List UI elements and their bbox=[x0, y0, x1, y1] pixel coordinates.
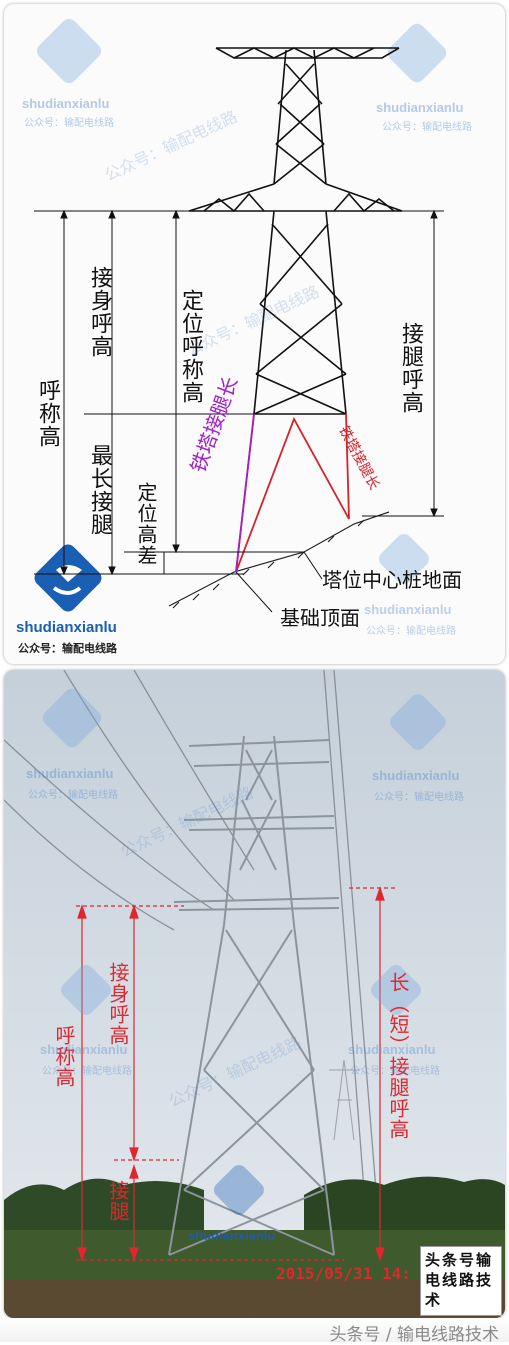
photo-dimension-lines bbox=[76, 886, 396, 1262]
label-positioning-diff: 定位高差 bbox=[134, 482, 158, 566]
brand-logo-icon bbox=[34, 544, 102, 612]
label-positioning-height: 定位呼称高 bbox=[178, 289, 203, 404]
watermark-sub: 公众号：输配电线路 bbox=[350, 1066, 440, 1077]
tower-drawing bbox=[188, 47, 403, 415]
photo-label-short-leg-height: 长（短）接腿呼高 bbox=[386, 972, 410, 1140]
brand-name: shudianxianlu bbox=[16, 619, 117, 636]
label-longest-leg: 最长接腿 bbox=[87, 444, 112, 536]
photo-label-body-height: 接身呼高 bbox=[106, 962, 130, 1046]
photo-stamp: 头条号输电线路技术 bbox=[420, 1246, 502, 1316]
ground-line bbox=[168, 511, 390, 609]
watermark-name: shudianxianlu bbox=[376, 100, 464, 115]
watermark-name: shudianxianlu bbox=[26, 766, 114, 781]
watermark-sub: 公众号：输配电线路 bbox=[382, 122, 472, 133]
label-center-stake-ground: 塔位中心桩地面 bbox=[322, 568, 462, 592]
watermark-sub: 公众号：输配电线路 bbox=[28, 790, 118, 801]
tower-legs bbox=[235, 413, 350, 573]
diagram-panel: 呼称高 接身呼高 最长接腿 定位呼称高 定位高差 接腿呼高 铁塔接腿长 铁塔接腿… bbox=[4, 4, 505, 664]
watermark-name: shudianxianlu bbox=[22, 96, 110, 111]
footer-source: 头条号 / 输电线路技术 bbox=[329, 1325, 499, 1345]
label-body-height: 接身呼高 bbox=[87, 266, 112, 358]
brand-sub: 公众号：输配电线路 bbox=[18, 643, 117, 655]
watermark-name: shudianxianlu bbox=[372, 768, 460, 783]
watermark-sub: 公众号：输配电线路 bbox=[366, 626, 456, 637]
label-foundation-top: 基础顶面 bbox=[280, 606, 360, 630]
photo-timestamp: 2015/05/31 14: bbox=[276, 1264, 411, 1283]
photo-panel: 呼称高 接身呼高 接腿 长（短）接腿呼高 2015/05/31 14: 头条号输… bbox=[4, 670, 505, 1318]
watermark-name: shudianxianlu bbox=[364, 602, 452, 617]
watermark-logo-icon bbox=[36, 18, 447, 584]
label-nominal-height: 呼称高 bbox=[35, 379, 60, 448]
watermark-name: shudianxianlu bbox=[40, 1042, 128, 1057]
photo-tower bbox=[168, 735, 340, 1256]
tower-photo bbox=[4, 670, 505, 1318]
tower-diagram bbox=[34, 18, 447, 613]
dimension-lines bbox=[34, 209, 444, 613]
watermark-sub: 公众号：输配电线路 bbox=[374, 792, 464, 803]
photo-label-leg: 接腿 bbox=[106, 1180, 130, 1222]
photo-stamp-text: 头条号输电线路技术 bbox=[425, 1251, 494, 1309]
watermark-sub: 公众号：输配电线路 bbox=[42, 1066, 132, 1077]
footer-bar: 头条号 / 输电线路技术 bbox=[0, 1318, 509, 1345]
label-leg-height: 接腿呼高 bbox=[398, 322, 423, 414]
photo-label-nominal-height: 呼称高 bbox=[52, 1025, 76, 1088]
watermark-name: shudianxianlu bbox=[348, 1042, 436, 1057]
watermark-sub: 公众号：输配电线路 bbox=[24, 118, 114, 129]
watermark-name: shudianxianlu bbox=[188, 1228, 276, 1243]
